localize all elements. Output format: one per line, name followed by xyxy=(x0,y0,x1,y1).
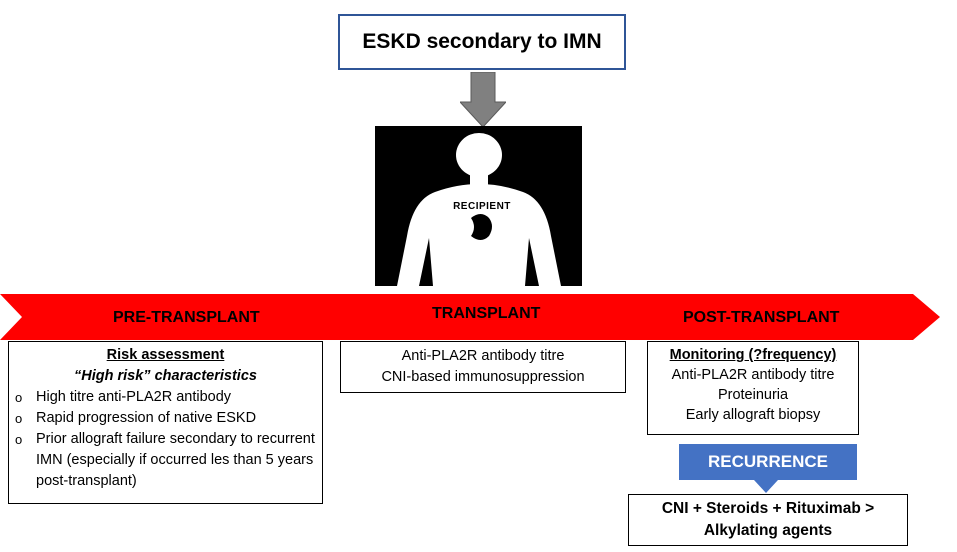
down-arrow-icon xyxy=(460,72,506,128)
recurrence-down-arrow-icon xyxy=(754,480,778,493)
recurrence-label: RECURRENCE xyxy=(708,452,828,471)
recurrence-box: RECURRENCE xyxy=(679,444,857,480)
transplant-line: Anti-PLA2R antibody titre xyxy=(401,348,565,364)
monitoring-box: Monitoring (?frequency) Anti-PLA2R antib… xyxy=(647,341,859,435)
risk-item: o High titre anti-PLA2R antibody xyxy=(15,387,316,408)
risk-item: o Rapid progression of native ESKD xyxy=(15,408,316,429)
treatment-line: CNI + Steroids + Rituximab > xyxy=(661,500,875,517)
eskd-label: ESKD secondary to IMN xyxy=(362,30,602,53)
risk-item-text: Rapid progression of native ESKD xyxy=(36,410,257,426)
treatment-box: CNI + Steroids + Rituximab > Alkylating … xyxy=(628,494,908,546)
transplant-box: Anti-PLA2R antibody titre CNI-based immu… xyxy=(340,341,626,393)
risk-item: o Prior allograft failure secondary to r… xyxy=(15,429,316,492)
phase-pre-transplant: PRE-TRANSPLANT xyxy=(113,309,260,326)
risk-title: Risk assessment xyxy=(106,347,225,363)
risk-subtitle: “High risk” characteristics xyxy=(74,368,257,384)
risk-assessment-box: Risk assessment “High risk” characterist… xyxy=(8,341,323,504)
risk-item-text: Prior allograft failure secondary to rec… xyxy=(36,431,315,489)
phase-post-transplant: POST-TRANSPLANT xyxy=(683,309,840,326)
monitoring-line: Anti-PLA2R antibody titre xyxy=(671,367,835,383)
recipient-label: RECIPIENT xyxy=(453,201,511,212)
risk-item-text: High titre anti-PLA2R antibody xyxy=(36,389,232,405)
recipient-figure: RECIPIENT xyxy=(375,126,582,286)
monitoring-line: Proteinuria xyxy=(717,387,789,403)
timeline-arrow xyxy=(0,294,940,340)
phase-transplant: TRANSPLANT xyxy=(432,305,541,322)
treatment-line: Alkylating agents xyxy=(703,522,833,539)
bullet-icon: o xyxy=(15,411,23,426)
bullet-icon: o xyxy=(15,432,23,447)
monitoring-line: Early allograft biopsy xyxy=(685,407,821,423)
eskd-box: ESKD secondary to IMN xyxy=(338,14,626,70)
transplant-line: CNI-based immunosuppression xyxy=(381,369,585,385)
monitoring-title: Monitoring (?frequency) xyxy=(669,347,837,363)
person-silhouette-icon xyxy=(397,133,561,286)
bullet-icon: o xyxy=(15,390,23,405)
